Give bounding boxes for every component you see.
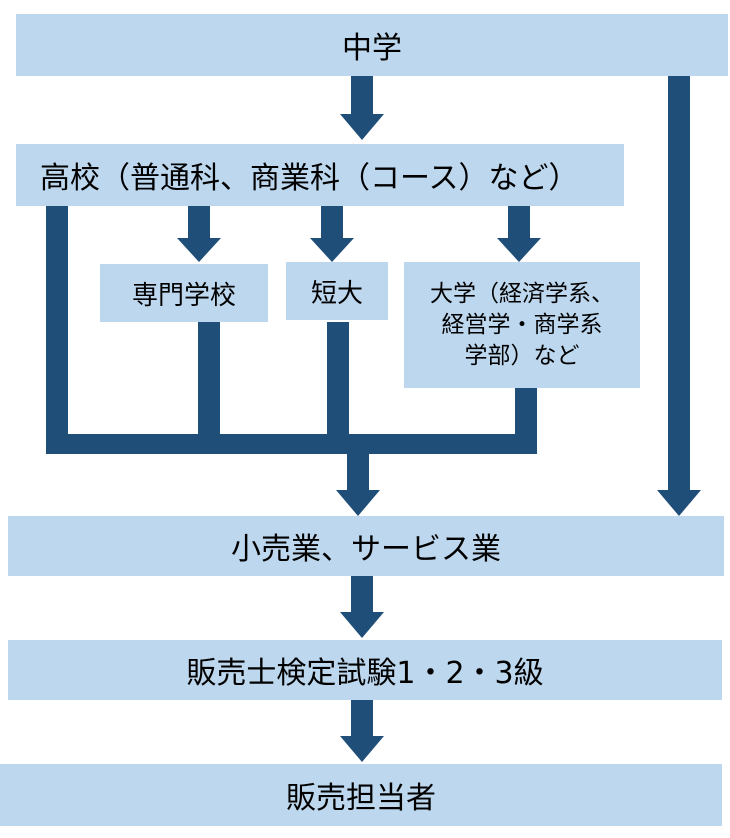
connector-vocational-down (198, 322, 220, 452)
arrowhead-university (497, 238, 541, 262)
university-label-line2: 経営学・商学系 (441, 311, 603, 338)
arrowhead-junior-college (310, 238, 354, 262)
arrowhead-industry (336, 490, 380, 516)
connector-to-university (508, 206, 530, 240)
connector-exam-to-staff (351, 700, 373, 738)
industry-label: 小売業、サービス業 (231, 532, 501, 567)
exam-label: 販売士検定試験1・2・3級 (186, 656, 544, 691)
arrowhead-high-school (340, 114, 384, 140)
junior-college-box: 短大 (286, 262, 388, 320)
connector-to-junior-college (321, 206, 343, 240)
arrowhead-bypass (657, 490, 701, 516)
industry-box: 小売業、サービス業 (8, 516, 724, 576)
sales-staff-label: 販売担当者 (286, 781, 436, 816)
high-school-box: 高校（普通科、商業科（コース）など） (16, 144, 624, 206)
university-label-line3: 学部）など (464, 342, 580, 369)
exam-box: 販売士検定試験1・2・3級 (8, 640, 722, 700)
connector-high-school-direct (46, 206, 68, 452)
connector-junior-college-down (327, 322, 349, 452)
connector-to-vocational (188, 206, 210, 240)
vocational-school-label: 専門学校 (131, 280, 236, 311)
connector-junior-high-bypass (668, 76, 690, 492)
university-box: 大学（経済学系、 経営学・商学系 学部）など (404, 262, 640, 388)
sales-staff-box: 販売担当者 (0, 764, 722, 826)
connector-junior-high-to-high-school (351, 76, 373, 116)
arrowhead-vocational (177, 238, 221, 262)
junior-high-box: 中学 (16, 14, 728, 76)
connector-merge-line (46, 434, 537, 454)
university-label-line1: 大学（経済学系、 (430, 280, 614, 307)
connector-industry-to-exam (351, 576, 373, 614)
junior-high-label: 中学 (342, 31, 402, 66)
connector-merge-to-industry (347, 454, 369, 492)
arrowhead-staff (340, 736, 384, 762)
high-school-label: 高校（普通科、商業科（コース）など） (40, 161, 579, 196)
junior-college-label: 短大 (310, 278, 363, 309)
vocational-school-box: 専門学校 (100, 264, 268, 322)
arrowhead-exam (340, 612, 384, 638)
